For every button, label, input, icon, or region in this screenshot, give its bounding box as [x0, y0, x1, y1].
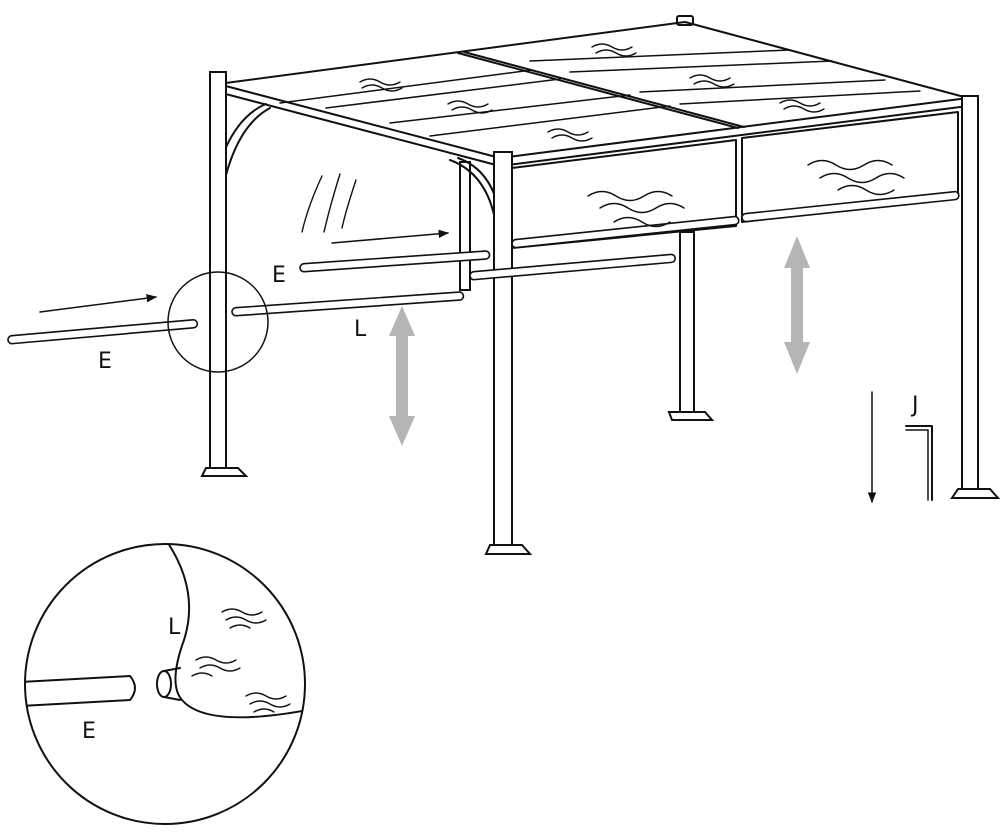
- zoom-canopy-label: L: [168, 615, 181, 640]
- arrow-right-icon: [39, 294, 158, 313]
- arrow-right-icon: [331, 229, 450, 244]
- canopy-curves: [215, 103, 501, 226]
- loose-rod: [7, 318, 199, 345]
- double-arrow-vertical-icon: [389, 306, 415, 446]
- side-fabric-waves: [301, 173, 357, 233]
- hook-part: [905, 425, 933, 501]
- back-middle-post: [667, 231, 715, 421]
- pergola-frame: [7, 15, 1001, 555]
- detail-zoom: L E: [24, 543, 306, 825]
- side-rods: [231, 250, 677, 317]
- zoom-rod-label: E: [82, 719, 96, 744]
- detail-callout-circle: [167, 271, 269, 373]
- front-right-post: [950, 95, 1001, 499]
- back-left-post: [459, 161, 471, 291]
- insertion-arrows: [39, 229, 877, 504]
- front-left-post: [200, 71, 249, 477]
- canopy-label: L: [354, 317, 367, 342]
- rod-label-upper: E: [272, 263, 286, 288]
- hanging-canopy-front: [511, 111, 960, 249]
- rod-label-loose: E: [98, 349, 112, 374]
- roof: [217, 15, 969, 167]
- front-middle-post: [484, 151, 533, 555]
- hook-label: J: [910, 393, 919, 418]
- double-arrow-vertical-icon: [784, 236, 810, 374]
- height-adjust-arrows: [389, 236, 810, 446]
